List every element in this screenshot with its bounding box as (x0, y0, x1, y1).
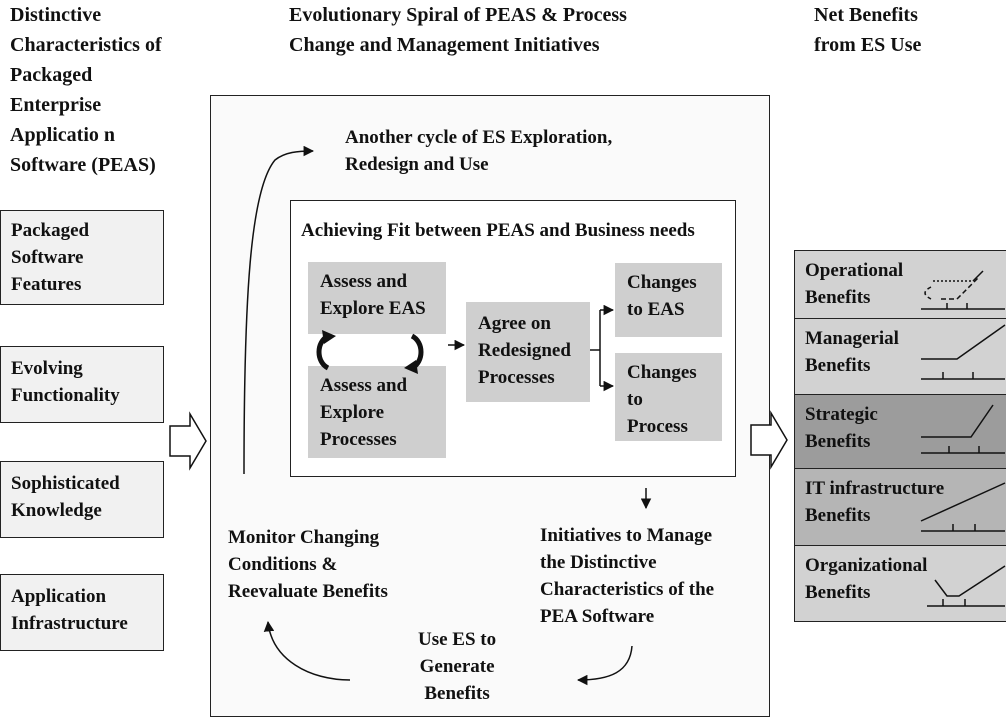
characteristic-line: Features (11, 274, 82, 295)
use-es-label: Use ES to Generate Benefits (418, 626, 496, 707)
left-input-block-arrow (169, 411, 207, 471)
initiatives-line: Initiatives to Manage (540, 525, 713, 546)
benefit-line: Benefits (805, 505, 871, 526)
benefit-line: Benefits (805, 287, 871, 308)
assess-eas-box: Assess and Explore EAS (308, 262, 446, 334)
managerial-trend-icon (921, 324, 1006, 380)
initiatives-label: Initiatives to Manage the Distinctive Ch… (540, 522, 714, 630)
assess-processes-line: Assess and (320, 375, 408, 396)
characteristic-line: Packaged (11, 220, 90, 241)
monitor-line: Conditions & (228, 554, 338, 575)
benefit-line: Operational (805, 260, 904, 281)
changes-eas-line: Changes (627, 272, 697, 293)
another-cycle-label: Another cycle of ES Exploration, Redesig… (345, 124, 612, 178)
center-header-line: Change and Management Initiatives (289, 34, 600, 56)
left-header-line: Characteristics of (10, 34, 162, 56)
assess-processes-line: Processes (320, 429, 397, 450)
fit-title: Achieving Fit between PEAS and Business … (301, 220, 695, 241)
monitor-line: Monitor Changing (228, 527, 380, 548)
assess-processes-line: Explore (320, 402, 385, 423)
characteristic-box-packaged-software: Packaged Software Features (0, 210, 164, 305)
assess-eas-line: Assess and (320, 271, 408, 292)
initiatives-line: PEA Software (540, 606, 655, 627)
another-cycle-line: Redesign and Use (345, 154, 489, 175)
another-cycle-line: Another cycle of ES Exploration, (345, 127, 613, 148)
changes-process-line: to (627, 389, 643, 410)
right-column-header: Net Benefits from ES Use (814, 0, 921, 60)
agree-line: Redesigned (478, 340, 571, 361)
agree-redesign-box: Agree on Redesigned Processes (466, 302, 590, 402)
use-es-line: Generate (419, 656, 495, 677)
monitor-line: Reevaluate Benefits (228, 581, 388, 602)
benefit-line: Benefits (805, 431, 871, 452)
initiatives-line: the Distinctive (540, 552, 657, 573)
operational-trend-icon (921, 270, 1005, 310)
characteristic-line: Software (11, 247, 84, 268)
changes-process-line: Changes (627, 362, 697, 383)
benefit-line: Organizational (805, 555, 928, 576)
characteristic-box-evolving-functionality: Evolving Functionality (0, 346, 164, 423)
characteristic-line: Evolving (11, 358, 83, 379)
characteristic-line: Sophisticated (11, 473, 120, 494)
initiatives-line: Characteristics of the (540, 579, 715, 600)
assess-eas-line: Explore EAS (320, 298, 426, 319)
benefits-panel: Operational Benefits Managerial Benefits… (794, 250, 1006, 622)
changes-process-line: Process (627, 416, 688, 437)
changes-eas-line: to EAS (627, 299, 685, 320)
benefit-line: Managerial (805, 328, 899, 349)
benefit-it-infrastructure: IT infrastructure Benefits (795, 469, 1006, 546)
agree-line: Agree on (478, 313, 551, 334)
use-es-line: Use ES to (418, 629, 497, 650)
center-column-header: Evolutionary Spiral of PEAS & Process Ch… (289, 0, 627, 60)
characteristic-line: Knowledge (11, 500, 102, 521)
changes-eas-box: Changes to EAS (615, 263, 722, 337)
left-column-header: Distinctive Characteristics of Packaged … (10, 0, 162, 180)
characteristic-box-application-infrastructure: Application Infrastructure (0, 574, 164, 651)
left-header-line: Enterprise (10, 94, 102, 116)
benefit-line: Benefits (805, 582, 871, 603)
characteristic-line: Infrastructure (11, 613, 128, 634)
left-header-line: Packaged (10, 64, 93, 86)
benefit-operational: Operational Benefits (795, 251, 1006, 319)
it-infrastructure-trend-icon (920, 482, 1006, 532)
right-header-line: from ES Use (814, 34, 922, 56)
assess-processes-box: Assess and Explore Processes (308, 366, 446, 458)
benefit-line: IT infrastructure (805, 478, 945, 499)
benefit-line: Benefits (805, 355, 871, 376)
agree-line: Processes (478, 367, 555, 388)
strategic-trend-icon (921, 404, 1005, 454)
characteristic-box-sophisticated-knowledge: Sophisticated Knowledge (0, 461, 164, 538)
benefit-strategic: Strategic Benefits (795, 395, 1006, 469)
right-header-line: Net Benefits (814, 4, 918, 26)
monitor-label: Monitor Changing Conditions & Reevaluate… (228, 524, 388, 605)
organizational-trend-icon (927, 565, 1006, 607)
left-header-line: Applicatio n (10, 124, 116, 146)
center-header-line: Evolutionary Spiral of PEAS & Process (289, 4, 627, 26)
left-header-line: Distinctive (10, 4, 102, 26)
benefit-managerial: Managerial Benefits (795, 319, 1006, 395)
changes-process-box: Changes to Process (615, 353, 722, 441)
benefit-line: Strategic (805, 404, 878, 425)
use-es-line: Benefits (424, 683, 490, 704)
characteristic-line: Application (11, 586, 107, 607)
benefit-organizational: Organizational Benefits (795, 546, 1006, 621)
characteristic-line: Functionality (11, 385, 120, 406)
left-header-line: Software (PEAS) (10, 154, 156, 176)
